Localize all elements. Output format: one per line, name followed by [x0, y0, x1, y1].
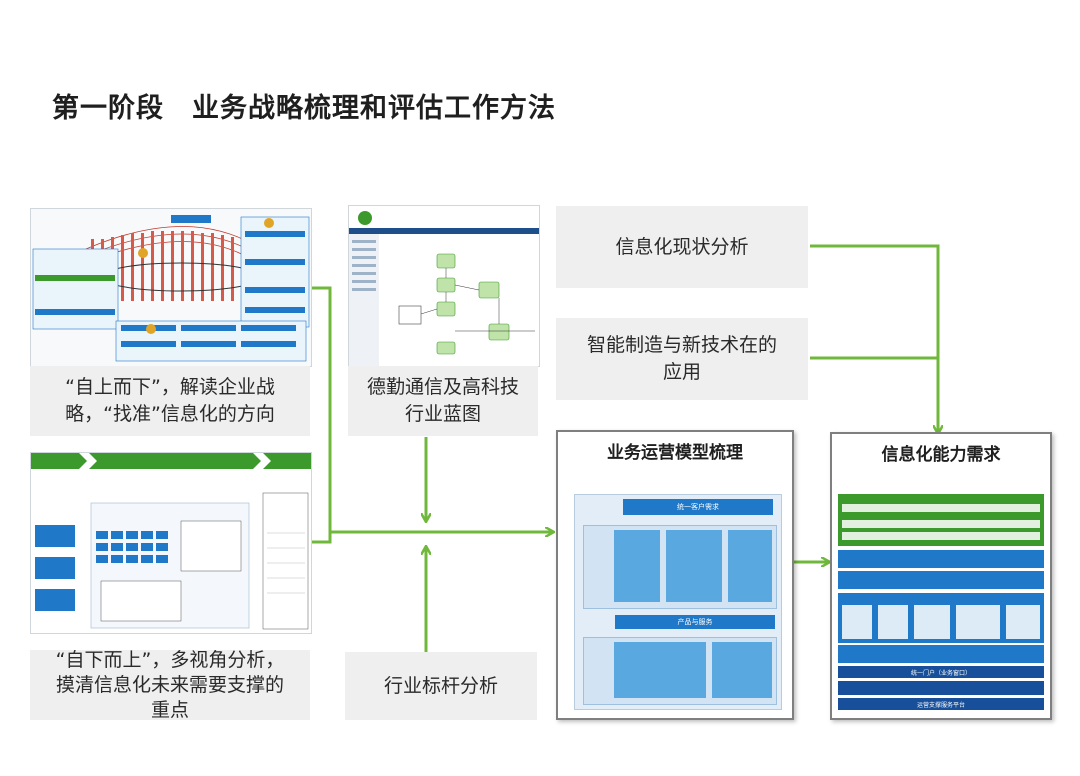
process-analysis-image — [31, 453, 311, 630]
smart-manufacturing-box: 智能制造与新技术在的 应用 — [556, 318, 808, 400]
business-ops-model-frame: 业务运营模型梳理 统一客户需求 产品与服务 — [556, 430, 794, 720]
ops-support-block-2 — [712, 642, 772, 698]
left-bracket-line — [310, 286, 332, 544]
ops-support-group — [583, 637, 777, 705]
ops-block-2 — [666, 530, 722, 602]
ops-model-diagram: 统一客户需求 产品与服务 — [574, 494, 782, 710]
industry-blueprint-thumbnail — [348, 205, 540, 367]
ops-support-block-1 — [614, 642, 706, 698]
products-services-bar: 产品与服务 — [615, 615, 775, 629]
page-title: 第一阶段 业务战略梳理和评估工作方法 — [52, 93, 556, 124]
strategy-map-image — [32, 215, 310, 362]
it-status-analysis-box: 信息化现状分析 — [556, 206, 808, 288]
it-capability-diagram: 统一门户（业务窗口） 运营支撑服务平台 — [838, 494, 1044, 712]
ops-core-group — [583, 525, 777, 609]
capability-blue-row-2 — [838, 571, 1044, 589]
strategy-map-thumbnail — [30, 208, 312, 367]
capability-platform-row — [838, 681, 1044, 695]
industry-benchmark-caption: 行业标杆分析 — [345, 652, 537, 720]
capability-blue-row-1 — [838, 550, 1044, 568]
ops-block-1 — [614, 530, 660, 602]
industry-blueprint-image — [349, 206, 539, 366]
process-analysis-thumbnail — [30, 452, 312, 634]
it-capability-title: 信息化能力需求 — [881, 445, 1001, 465]
unified-customer-demand-bar: 统一客户需求 — [623, 499, 773, 515]
ops-block-3 — [728, 530, 772, 602]
it-capability-frame: 信息化能力需求 统一门户（业务窗口） 运营支撑服务平台 — [830, 432, 1052, 720]
arrow-from-status — [810, 244, 938, 432]
top-down-caption: “自上而下”，解读企业战 略，“找准”信息化的方向 — [30, 366, 310, 436]
industry-blueprint-caption: 德勤通信及高科技 行业蓝图 — [348, 366, 538, 436]
capability-blue-row-3 — [838, 645, 1044, 663]
bottom-up-caption: “自下而上”，多视角分析， 摸清信息化未来需要支撑的 重点 — [30, 649, 310, 721]
ops-support-platform-bar: 运营支撑服务平台 — [838, 698, 1044, 710]
capability-blue-block — [838, 593, 1044, 643]
unified-portal-bar: 统一门户（业务窗口） — [838, 666, 1044, 678]
capability-green-block — [838, 494, 1044, 546]
business-ops-model-title: 业务运营模型梳理 — [607, 443, 743, 463]
